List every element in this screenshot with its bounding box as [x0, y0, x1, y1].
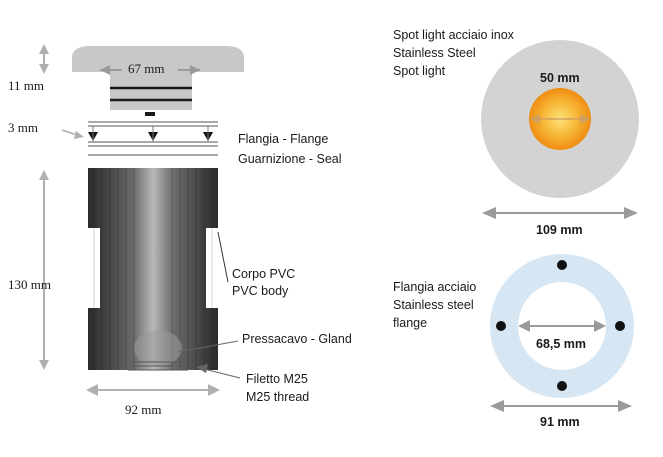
thread-label-line1: Filetto M25: [246, 372, 308, 386]
spot-title-line3: Spot light: [393, 64, 446, 78]
lamp-dim-label: 50 mm: [540, 71, 580, 85]
flange-label: Flangia - Flange: [238, 132, 329, 146]
spot-title-line1: Spot light acciaio inox: [393, 28, 514, 42]
body-label-line2: PVC body: [232, 284, 289, 298]
height-body-label: 130 mm: [8, 277, 51, 292]
body-width-label: 92 mm: [125, 402, 162, 417]
height-top-label: 11 mm: [8, 78, 44, 93]
thread-label-line2: M25 thread: [246, 390, 310, 404]
cap-neck: [110, 72, 192, 110]
body-label-line1: Corpo PVC: [232, 267, 296, 281]
cap-width-label: 67 mm: [126, 61, 167, 77]
seal-label: Guarnizione - Seal: [238, 152, 342, 166]
flange-bolt-bottom: [557, 381, 567, 391]
flange-title-line3: flange: [393, 316, 428, 330]
pvc-body: [88, 168, 218, 370]
gland: [134, 330, 182, 366]
spot-dim-label: 109 mm: [536, 223, 583, 237]
height-flange-label: 3 mm: [8, 120, 38, 135]
flange-inner-dim-label: 68,5 mm: [536, 337, 587, 351]
body-ridges: [93, 168, 213, 370]
flange-title-line1: Flangia acciaio: [393, 280, 477, 294]
body-leader: [217, 231, 229, 283]
flange-bolt-left: [496, 321, 506, 331]
spot-title-line2: Stainless Steel: [393, 46, 476, 60]
cap-top: [72, 46, 244, 72]
flange-bolt-top: [557, 260, 567, 270]
cap-stem: [145, 112, 155, 116]
gland-label: Pressacavo - Gland: [242, 332, 352, 346]
flange-outer-dim-label: 91 mm: [540, 415, 580, 429]
gland-leader: [177, 340, 239, 353]
flange-title-line2: Stainless steel: [393, 298, 474, 312]
flange-bolt-right: [615, 321, 625, 331]
